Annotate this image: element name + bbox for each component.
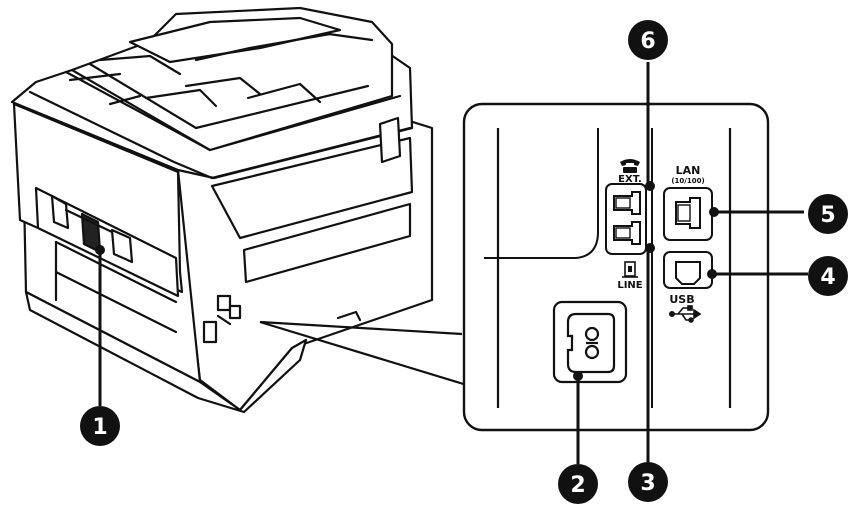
callout-3-number: 3 bbox=[640, 471, 655, 496]
line-label-group: LINE bbox=[617, 261, 643, 291]
callout-5: 5 bbox=[808, 194, 848, 234]
usb-port bbox=[663, 251, 713, 289]
callout-6-number: 6 bbox=[640, 29, 655, 54]
lan-speed-label: (10/100) bbox=[671, 177, 704, 185]
usb-icon bbox=[668, 305, 702, 323]
ext-label: EXT. bbox=[618, 174, 642, 185]
line-jack bbox=[613, 221, 641, 245]
usb-label: USB bbox=[669, 293, 694, 306]
port-panel bbox=[462, 102, 770, 432]
lan-port bbox=[663, 187, 713, 241]
ext-jack bbox=[613, 191, 641, 215]
power-inlet bbox=[552, 300, 628, 384]
printer-illustration bbox=[10, 6, 434, 414]
line-label: LINE bbox=[617, 280, 642, 291]
leader-dots bbox=[95, 181, 719, 381]
callout-2: 2 bbox=[558, 464, 598, 504]
telephone-icon bbox=[620, 159, 640, 173]
callout-2-number: 2 bbox=[570, 473, 585, 498]
callout-1-number: 1 bbox=[92, 415, 107, 440]
callout-1: 1 bbox=[80, 406, 120, 446]
callout-4: 4 bbox=[808, 256, 848, 296]
callout-4-number: 4 bbox=[820, 265, 835, 290]
ext-label-group: EXT. bbox=[618, 159, 642, 185]
callout-5-number: 5 bbox=[820, 203, 835, 228]
callout-6: 6 bbox=[628, 20, 668, 60]
line-plug-icon bbox=[622, 261, 638, 278]
magnifier-wedge bbox=[259, 320, 471, 388]
callout-3: 3 bbox=[628, 462, 668, 502]
lan-label: LAN bbox=[676, 164, 701, 177]
phone-jacks bbox=[605, 183, 647, 255]
